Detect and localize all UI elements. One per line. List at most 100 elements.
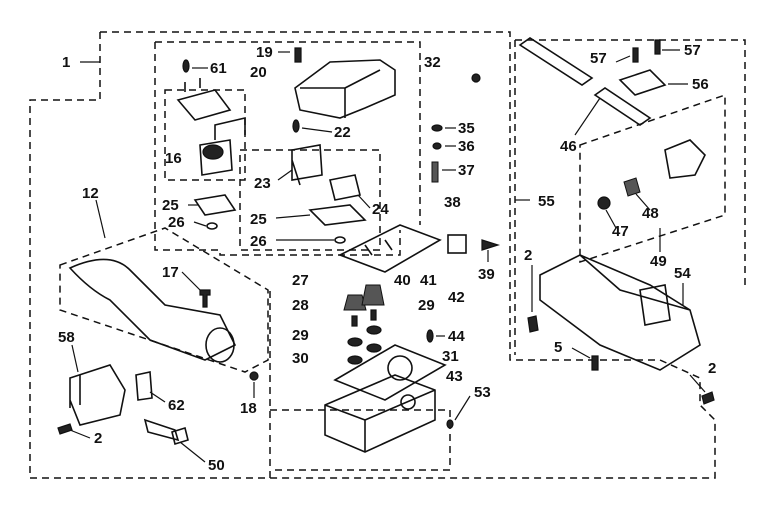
bracket-58 — [69, 364, 126, 426]
label-5: 5 — [554, 339, 562, 356]
leader-58 — [71, 344, 79, 373]
assembly-outlines — [29, 31, 746, 479]
subgroup-61-boundary — [164, 89, 246, 181]
leader-22 — [301, 127, 333, 133]
leader-50 — [179, 441, 206, 463]
label-50: 50 — [208, 457, 225, 474]
label-48: 48 — [642, 205, 659, 222]
washer-36 — [432, 142, 442, 150]
label-25b: 25 — [250, 211, 267, 228]
valve-group-boundary — [270, 409, 451, 471]
label-23: 23 — [254, 175, 271, 192]
screw-17 — [199, 289, 211, 308]
label-17: 17 — [162, 264, 179, 281]
nut-32 — [471, 73, 481, 83]
label-43: 43 — [446, 368, 463, 385]
label-27: 27 — [292, 272, 309, 289]
seal-42 — [366, 343, 382, 353]
bracket-54-flange — [639, 284, 671, 326]
plate-62 — [135, 371, 153, 401]
label-24: 24 — [372, 201, 389, 218]
box-49-boundary — [579, 93, 726, 264]
label-29a: 29 — [292, 327, 309, 344]
label-35: 35 — [458, 120, 475, 137]
diaphragm-disc-31 — [387, 355, 413, 381]
washer-35 — [431, 124, 443, 132]
label-31: 31 — [442, 348, 459, 365]
label-25a: 25 — [162, 197, 179, 214]
leader-24 — [357, 194, 371, 209]
label-49: 49 — [650, 253, 667, 270]
leader-23 — [277, 169, 293, 181]
label-42: 42 — [448, 289, 465, 306]
leader-26a — [193, 221, 207, 227]
bracket-23 — [291, 144, 323, 186]
label-26b: 26 — [250, 233, 267, 250]
label-12: 12 — [82, 185, 99, 202]
label-18: 18 — [240, 400, 257, 417]
nut-47 — [597, 196, 611, 210]
plunger-27 — [343, 294, 367, 311]
parts — [57, 37, 715, 453]
label-57b: 57 — [684, 42, 701, 59]
valve-body-43 — [324, 374, 436, 453]
label-61: 61 — [210, 60, 227, 77]
seal-29-right — [366, 325, 382, 335]
leader-47 — [605, 209, 617, 229]
screw-61 — [182, 59, 190, 73]
label-46: 46 — [560, 138, 577, 155]
screw-19 — [294, 47, 302, 63]
label-37: 37 — [458, 162, 475, 179]
screw-2-center — [527, 315, 539, 333]
leader-2-right — [689, 374, 706, 393]
leader-5 — [571, 347, 591, 359]
coil-core-16 — [202, 144, 224, 160]
coil-group-boundary — [154, 41, 421, 256]
washer-26-right — [334, 236, 346, 244]
part-labels: 1 19 61 20 32 22 35 36 37 16 23 12 25 26… — [58, 42, 716, 474]
burner-end-12 — [205, 327, 235, 363]
label-36: 36 — [458, 138, 475, 155]
bracket-61 — [176, 78, 232, 121]
label-44: 44 — [448, 328, 465, 345]
leader-lines — [69, 49, 706, 463]
screw-22 — [292, 119, 300, 133]
label-20: 20 — [250, 64, 267, 81]
spring-41 — [370, 309, 377, 321]
leader-2-left — [69, 429, 91, 439]
label-53: 53 — [474, 384, 491, 401]
leader-62 — [149, 391, 166, 403]
valve-49 — [664, 139, 706, 179]
screw-53 — [446, 419, 454, 429]
label-32: 32 — [424, 54, 441, 71]
label-56: 56 — [692, 76, 709, 93]
seal-29-left — [347, 337, 363, 347]
block-38 — [447, 234, 467, 254]
plate-25-left — [193, 194, 237, 216]
leader-12 — [95, 199, 106, 239]
fitting-48 — [623, 177, 641, 197]
label-47: 47 — [612, 223, 629, 240]
plunger-40 — [361, 284, 385, 306]
outer-boundary-1 — [29, 31, 716, 479]
label-38: 38 — [444, 194, 461, 211]
tube-46-lower — [593, 87, 652, 126]
label-39: 39 — [478, 266, 495, 283]
plug-39 — [481, 239, 501, 251]
spring-37 — [431, 161, 439, 183]
screw-5 — [591, 355, 599, 371]
clip-56 — [618, 69, 667, 96]
label-2-center: 2 — [524, 247, 532, 264]
subgroup-24-boundary — [239, 149, 381, 251]
screw-2-right — [701, 391, 715, 405]
label-55: 55 — [538, 193, 555, 210]
fitting-50 — [143, 418, 189, 446]
leader-25b — [275, 214, 311, 219]
coil-16 — [199, 116, 246, 176]
leader-46 — [574, 97, 601, 136]
label-58: 58 — [58, 329, 75, 346]
boundary-55 — [514, 39, 746, 355]
leader-17 — [181, 271, 201, 291]
plate-25-right — [308, 204, 367, 226]
label-57a: 57 — [590, 50, 607, 67]
